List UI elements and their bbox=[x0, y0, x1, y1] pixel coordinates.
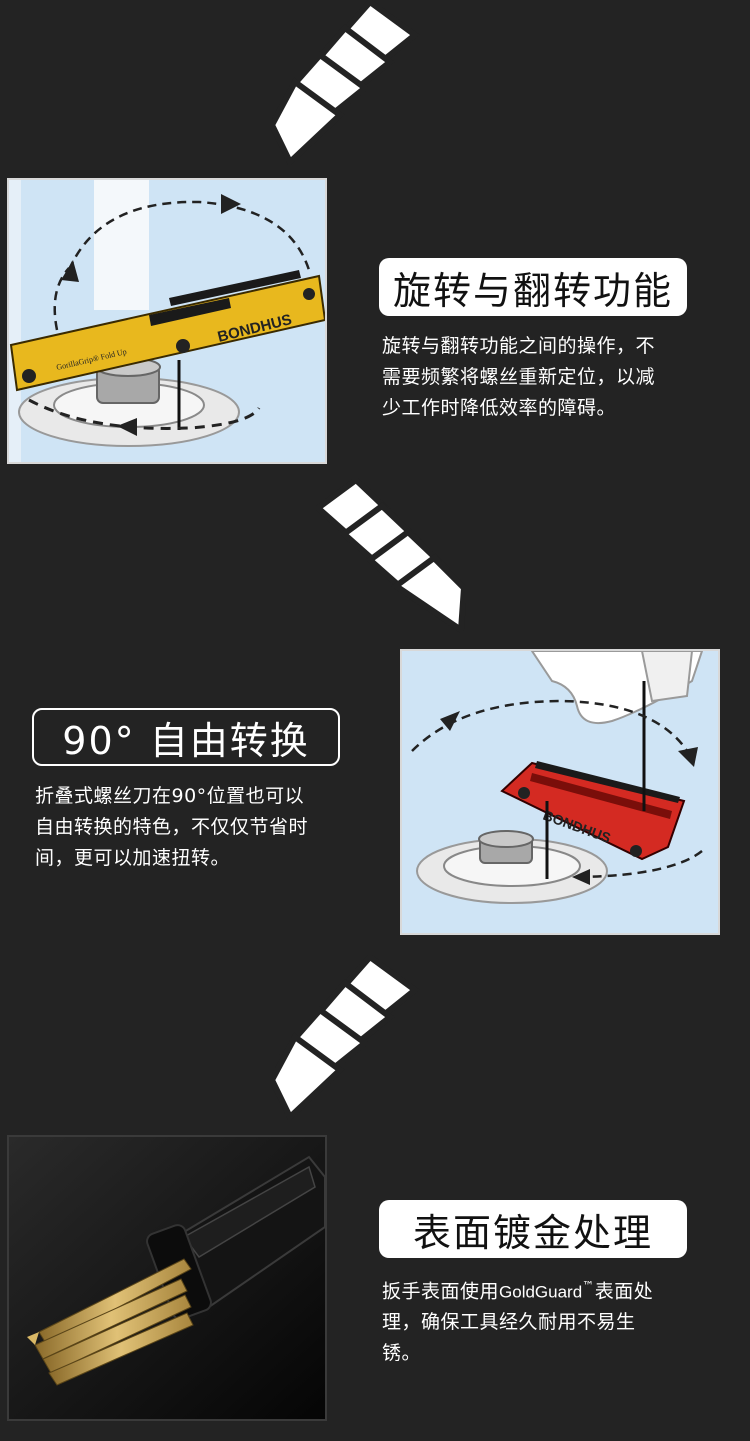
desc-line: 折叠式螺丝刀在90°位置也可以 bbox=[35, 785, 305, 807]
rotate-flip-photo: BONDHUS GorillaGrip® Fold Up bbox=[7, 178, 327, 464]
gold-plating-title: 表面镀金处理 bbox=[379, 1200, 687, 1258]
desc-line: 旋转与翻转功能之间的操作，不 bbox=[382, 335, 656, 357]
desc-text: 表面处 bbox=[594, 1280, 654, 1303]
desc-line: 间，更可以加速扭转。 bbox=[35, 847, 231, 869]
rotate-flip-description: 旋转与翻转功能之间的操作，不 需要频繁将螺丝重新定位，以减 少工作时降低效率的障… bbox=[382, 331, 655, 424]
trademark-mark: ™ bbox=[582, 1279, 595, 1293]
desc-line: 理，确保工具经久耐用不易生 bbox=[382, 1311, 636, 1334]
ninety-degree-title: 90° 自由转换 bbox=[32, 708, 340, 766]
gold-plating-description: 扳手表面使用GoldGuard™表面处 理，确保工具经久耐用不易生 锈。 bbox=[382, 1271, 653, 1369]
desc-line: 扳手表面使用GoldGuard™表面处 bbox=[382, 1271, 653, 1307]
desc-line: 自由转换的特色，不仅仅节省时 bbox=[35, 816, 309, 838]
brand-name: GoldGuard bbox=[499, 1282, 583, 1302]
ninety-degree-description: 折叠式螺丝刀在90°位置也可以 自由转换的特色，不仅仅节省时 间，更可以加速扭转… bbox=[35, 781, 308, 874]
desc-line: 锈。 bbox=[382, 1342, 422, 1365]
chevron-arrow-down-left-icon bbox=[270, 955, 420, 1120]
gold-plating-photo bbox=[7, 1135, 327, 1421]
ninety-degree-photo: BONDHUS bbox=[400, 649, 720, 935]
desc-text: 扳手表面使用 bbox=[382, 1280, 500, 1303]
chevron-arrow-down-left-icon bbox=[270, 0, 420, 165]
desc-line: 少工作时降低效率的障碍。 bbox=[382, 397, 617, 419]
desc-line: 需要频繁将螺丝重新定位，以减 bbox=[382, 366, 656, 388]
chevron-arrow-down-right-icon bbox=[316, 478, 466, 633]
rotate-flip-title: 旋转与翻转功能 bbox=[379, 258, 687, 316]
